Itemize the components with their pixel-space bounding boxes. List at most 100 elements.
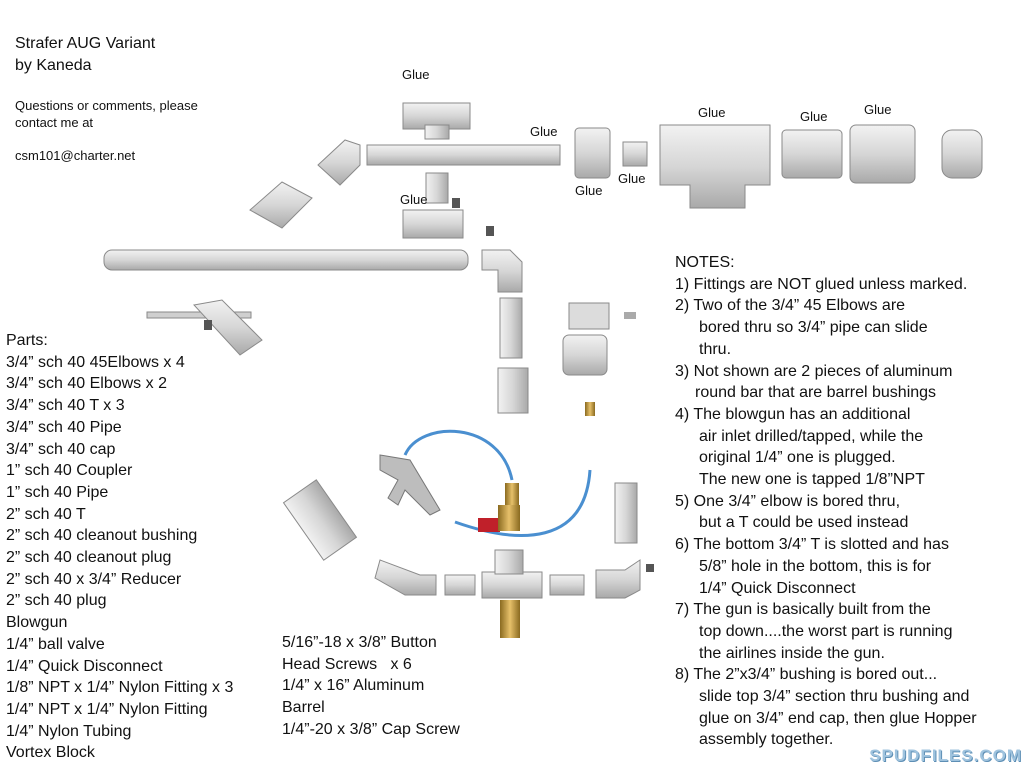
parts-item: 1/4” x 16” Aluminum — [282, 677, 425, 695]
elbow-bottom-left — [374, 559, 437, 596]
note-line: thru. — [699, 340, 732, 358]
reducer-tee — [659, 124, 771, 209]
pipe-short — [622, 141, 648, 167]
glue-label: Glue — [402, 67, 430, 82]
contact-email: csm101@charter.net — [15, 148, 136, 163]
front-pipe-angled — [282, 479, 358, 561]
author-line: by Kaneda — [15, 57, 92, 74]
screw-d — [624, 312, 636, 319]
elbow-45-top — [249, 181, 313, 229]
parts-item: 2” sch 40 cleanout bushing — [6, 527, 198, 545]
note-line: The new one is tapped 1/8”NPT — [699, 471, 925, 489]
brass-fitting-a — [498, 505, 520, 531]
pipe-stub-mid — [425, 172, 449, 204]
parts-item: 1/4” Quick Disconnect — [6, 657, 163, 675]
note-line: glue on 3/4” end cap, then glue Hopper — [699, 709, 977, 727]
cap-block — [562, 334, 608, 376]
note-line: the airlines inside the gun. — [699, 644, 885, 662]
pipe-riser — [614, 482, 638, 544]
screw-c — [204, 320, 212, 330]
note-line: 1) Fittings are NOT glued unless marked. — [675, 275, 968, 293]
parts-item: 2” sch 40 T — [6, 505, 86, 523]
note-line: 1/4” Quick Disconnect — [699, 579, 856, 597]
parts-item: 1/4”-20 x 3/8” Cap Screw — [282, 720, 460, 738]
parts-item: 3/4” sch 40 T x 3 — [6, 397, 125, 415]
ball-valve — [478, 518, 500, 532]
screw-b — [486, 226, 494, 236]
parts-item: 5/16”-18 x 3/8” Button — [282, 634, 437, 651]
parts-item: 1/4” ball valve — [6, 635, 105, 653]
note-line: 5/8” hole in the bottom, this is for — [699, 557, 932, 575]
parts-item: 1” sch 40 Pipe — [6, 483, 109, 501]
parts-item: 1/4” Nylon Tubing — [6, 722, 132, 740]
parts-item: 3/4” sch 40 Pipe — [6, 418, 122, 436]
parts-item: Blowgun — [6, 614, 68, 632]
parts-item: 3/4” sch 40 Elbows x 2 — [6, 375, 167, 393]
elbow-bottom-right — [595, 559, 641, 599]
parts-item: 2” sch 40 x 3/4” Reducer — [6, 570, 182, 588]
note-line: 4) The blowgun has an additional — [675, 405, 911, 423]
note-line: but a T could be used instead — [699, 514, 909, 532]
pipe-vertical — [499, 297, 523, 359]
note-line: 7) The gun is basically built from the — [675, 601, 931, 619]
note-line: bored thru so 3/4” pipe can slide — [699, 319, 928, 337]
aluminum-rod — [146, 311, 252, 319]
note-line: 8) The 2”x3/4” bushing is bored out... — [675, 666, 938, 684]
note-line: original 1/4” one is plugged. — [699, 449, 896, 467]
blowgun — [379, 454, 441, 516]
coupler-vertical — [497, 367, 529, 414]
cleanout-bushing — [941, 129, 983, 179]
coupler-a — [574, 127, 611, 179]
tee-top-stem — [424, 124, 450, 140]
note-line: 5) One 3/4” elbow is bored thru, — [675, 492, 901, 510]
vortex-block — [568, 302, 610, 330]
glue-label: Glue — [575, 183, 603, 198]
contact-line-2: contact me at — [15, 115, 94, 130]
quick-disconnect — [500, 600, 520, 638]
coupler-c — [849, 124, 916, 184]
diagram-title: Strafer AUG Variant — [15, 35, 156, 52]
barrel-pipe — [103, 249, 469, 271]
note-line: round bar that are barrel bushings — [695, 384, 937, 402]
parts-item: 1” sch 40 Coupler — [6, 462, 133, 480]
glue-label: Glue — [698, 105, 726, 120]
parts-item: 2” sch 40 plug — [6, 592, 107, 610]
parts-item: 1/4” NPT x 1/4” Nylon Fitting — [6, 700, 208, 718]
parts-heading: Parts: — [6, 332, 48, 349]
notes-block: NOTES: 1) Fittings are NOT glued unless … — [675, 252, 977, 751]
glue-label: Glue — [800, 109, 828, 124]
glue-label: Glue — [530, 124, 558, 139]
screw-a — [452, 198, 460, 208]
parts-item: Vortex Block — [6, 744, 95, 762]
screw-e — [646, 564, 654, 572]
parts-list-secondary: 5/16”-18 x 3/8” Button Head Screws x 6 1… — [282, 632, 460, 741]
tee-bottom-stem — [494, 549, 524, 575]
tee-bottom — [481, 571, 543, 599]
elbow-45-rod — [193, 299, 263, 356]
parts-item: 3/4” sch 40 45Elbows x 4 — [6, 353, 185, 371]
note-line: 3) Not shown are 2 pieces of aluminum — [675, 362, 953, 380]
glue-label: Glue — [400, 192, 428, 207]
pipe-top — [366, 144, 561, 166]
pipe-bottom-b — [549, 574, 585, 596]
parts-item: 3/4” sch 40 cap — [6, 440, 116, 458]
notes-heading: NOTES: — [675, 254, 735, 271]
parts-item: 1/8” NPT x 1/4” Nylon Fitting x 3 — [6, 679, 234, 697]
note-line: top down....the worst part is running — [699, 622, 953, 640]
coupler-b — [781, 129, 843, 179]
pipe-bottom-a — [444, 574, 476, 596]
watermark: SPUDFILES.COM — [869, 746, 1022, 765]
note-line: 2) Two of the 3/4” 45 Elbows are — [675, 297, 906, 315]
brass-fitting-b — [505, 483, 519, 505]
tee-mid — [402, 209, 464, 239]
note-line: assembly together. — [699, 731, 834, 749]
parts-list: Parts: 3/4” sch 40 45Elbows x 4 3/4” sch… — [6, 330, 233, 764]
parts-item: Head Screws x 6 — [282, 655, 412, 673]
note-line: slide top 3/4” section thru bushing and — [699, 688, 970, 706]
glue-label: Glue — [618, 171, 646, 186]
contact-line-1: Questions or comments, please — [15, 98, 198, 113]
brass-small — [585, 402, 595, 416]
elbow-top — [317, 139, 361, 186]
note-line: air inlet drilled/tapped, while the — [699, 427, 924, 445]
